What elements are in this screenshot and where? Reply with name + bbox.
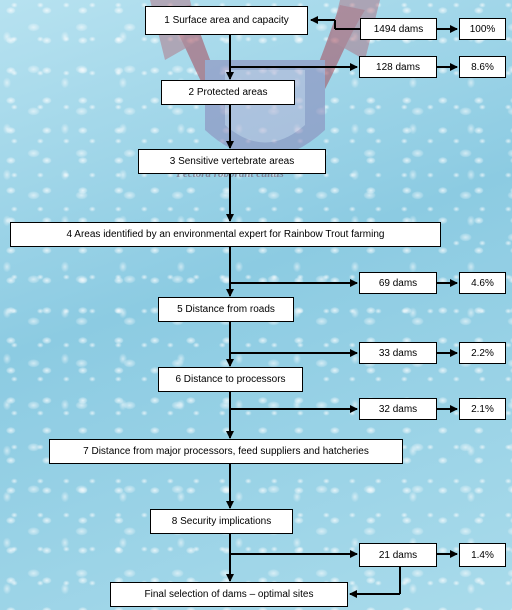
step-7-box: 7 Distance from major processors, feed s…: [49, 439, 403, 464]
percentage-box: 100%: [459, 18, 506, 40]
step-2-box: 2 Protected areas: [161, 80, 295, 105]
step-5-box: 5 Distance from roads: [158, 297, 294, 322]
step-1-box: 1 Surface area and capacity: [145, 6, 308, 35]
step-8-box: 8 Security implications: [150, 509, 293, 534]
dam-count-box: 1494 dams: [360, 18, 437, 40]
percentage-box: 2.1%: [459, 398, 506, 420]
step-6-box: 6 Distance to processors: [158, 367, 303, 392]
dam-count-box: 69 dams: [359, 272, 437, 294]
final-selection-box: Final selection of dams – optimal sites: [110, 582, 348, 607]
percentage-box: 2.2%: [459, 342, 506, 364]
step-4-box: 4 Areas identified by an environmental e…: [10, 222, 441, 247]
percentage-box: 8.6%: [459, 56, 506, 78]
step-3-box: 3 Sensitive vertebrate areas: [138, 149, 326, 174]
dam-count-box: 33 dams: [359, 342, 437, 364]
dam-count-box: 32 dams: [359, 398, 437, 420]
dam-count-box: 128 dams: [359, 56, 437, 78]
percentage-box: 1.4%: [459, 543, 506, 567]
percentage-box: 4.6%: [459, 272, 506, 294]
dam-count-box: 21 dams: [359, 543, 437, 567]
